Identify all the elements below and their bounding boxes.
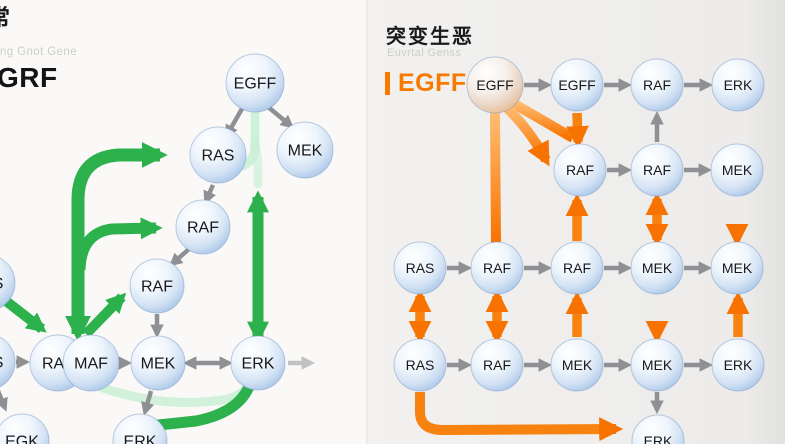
right-panel-subtitle: Euvrtal Genss (387, 47, 462, 59)
node-mek-top: MEK (276, 121, 334, 179)
orange-arrow (502, 103, 551, 167)
green-arrow (2, 297, 47, 333)
left-panel-title: GRF (0, 62, 58, 93)
orange-arrow (490, 112, 501, 244)
left-pathway-group: EGFFRASMEKRAFRAFRASRASRAFMAFMEKERKEGKERK (0, 53, 334, 444)
node-erk-bottom: ERK (112, 413, 168, 444)
node-label: EGFF (476, 77, 513, 93)
node-label: RAF (643, 162, 671, 178)
gray-arrow (141, 390, 155, 416)
node-label: MEK (288, 143, 323, 160)
title-accent-bar (385, 72, 390, 95)
node-maf: MAF (62, 334, 120, 392)
node-raf-a: RAF (175, 199, 231, 255)
node-erk: ERK (230, 335, 286, 391)
node-label: ERK (724, 357, 753, 373)
node-label: MEK (722, 162, 753, 178)
node-mek-bottom: MEK (130, 335, 186, 391)
node-ras: RAS (189, 126, 247, 184)
node-label: RAS (0, 355, 3, 372)
node-label: MAF (74, 356, 108, 373)
right-panel-title-row: EGFF (385, 69, 467, 98)
right-pathway-group: EGFF EGFF RAF ERK RAF RAF MEK RAS RAF RAF MEK MEK RA… (393, 56, 765, 444)
node-mek-r3a: MEK (630, 241, 684, 295)
node-raf-b: RAF (129, 258, 185, 314)
orange-arrow (508, 97, 576, 143)
node-label: RAF (187, 220, 219, 237)
node-ras-r4: RAS (393, 338, 447, 392)
node-egff-1: EGFF (466, 56, 524, 114)
gray-arrow (265, 104, 295, 129)
node-erk-bot: ERK (631, 414, 685, 444)
node-egk: EGK (0, 413, 50, 444)
node-label: RAF (643, 77, 671, 93)
node-label: EGFF (234, 76, 277, 93)
node-label: EGFF (558, 77, 595, 93)
green-arrow (65, 142, 168, 342)
node-mek-r2: MEK (710, 143, 764, 197)
left-panel-subtitle: ing Gnot Gene (0, 46, 78, 58)
node-ras-r3: RAS (393, 241, 447, 295)
node-ras-left-1: RAS (0, 257, 16, 309)
node-label: ERK (242, 356, 275, 373)
gray-arrow (0, 390, 8, 412)
orange-arrow (415, 392, 624, 442)
node-label: MEK (642, 357, 673, 373)
panel-divider (366, 0, 368, 444)
left-panel-cjk-title: 常 (0, 0, 10, 32)
node-raf-r3b: RAF (550, 241, 604, 295)
node-label: RAF (483, 260, 511, 276)
node-label: RAS (202, 148, 235, 165)
right-panel-title: EGFF (398, 69, 467, 97)
pale-ribbon (250, 138, 263, 189)
node-label: RAF (563, 260, 591, 276)
node-label: ERK (644, 433, 673, 444)
node-raf-r2b: RAF (630, 143, 684, 197)
node-label: MEK (141, 356, 176, 373)
node-mek-r3b: MEK (710, 241, 764, 295)
node-label: RAF (483, 357, 511, 373)
orange-arrow (566, 112, 589, 149)
node-label: ERK (724, 77, 753, 93)
gray-arrow (168, 247, 191, 267)
node-label: RAS (406, 260, 435, 276)
node-raf-r3a: RAF (470, 241, 524, 295)
node-label: ERK (124, 434, 157, 444)
node-raf-r4: RAF (470, 338, 524, 392)
node-raf-r1: RAF (630, 58, 684, 112)
node-label: MEK (562, 357, 593, 373)
node-label: RAS (406, 357, 435, 373)
node-label: EGK (5, 434, 39, 444)
node-label: MEK (722, 260, 753, 276)
node-label: MEK (642, 260, 673, 276)
node-label: RAS (0, 276, 3, 293)
node-label: RAF (141, 279, 173, 296)
node-mek-r4b: MEK (630, 338, 684, 392)
node-egff: EGFF (225, 53, 285, 113)
node-erk-r4: ERK (711, 338, 765, 392)
node-label: RAF (566, 162, 594, 178)
gray-arrow (203, 184, 216, 205)
node-mek-r4a: MEK (550, 338, 604, 392)
node-ras-left-2: RAS (0, 336, 16, 388)
right-panel-cjk-title: 突变生恶 (386, 26, 474, 48)
node-raf-r2a: RAF (553, 143, 607, 197)
node-egff-2: EGFF (550, 58, 604, 112)
node-erk-r1: ERK (711, 58, 765, 112)
